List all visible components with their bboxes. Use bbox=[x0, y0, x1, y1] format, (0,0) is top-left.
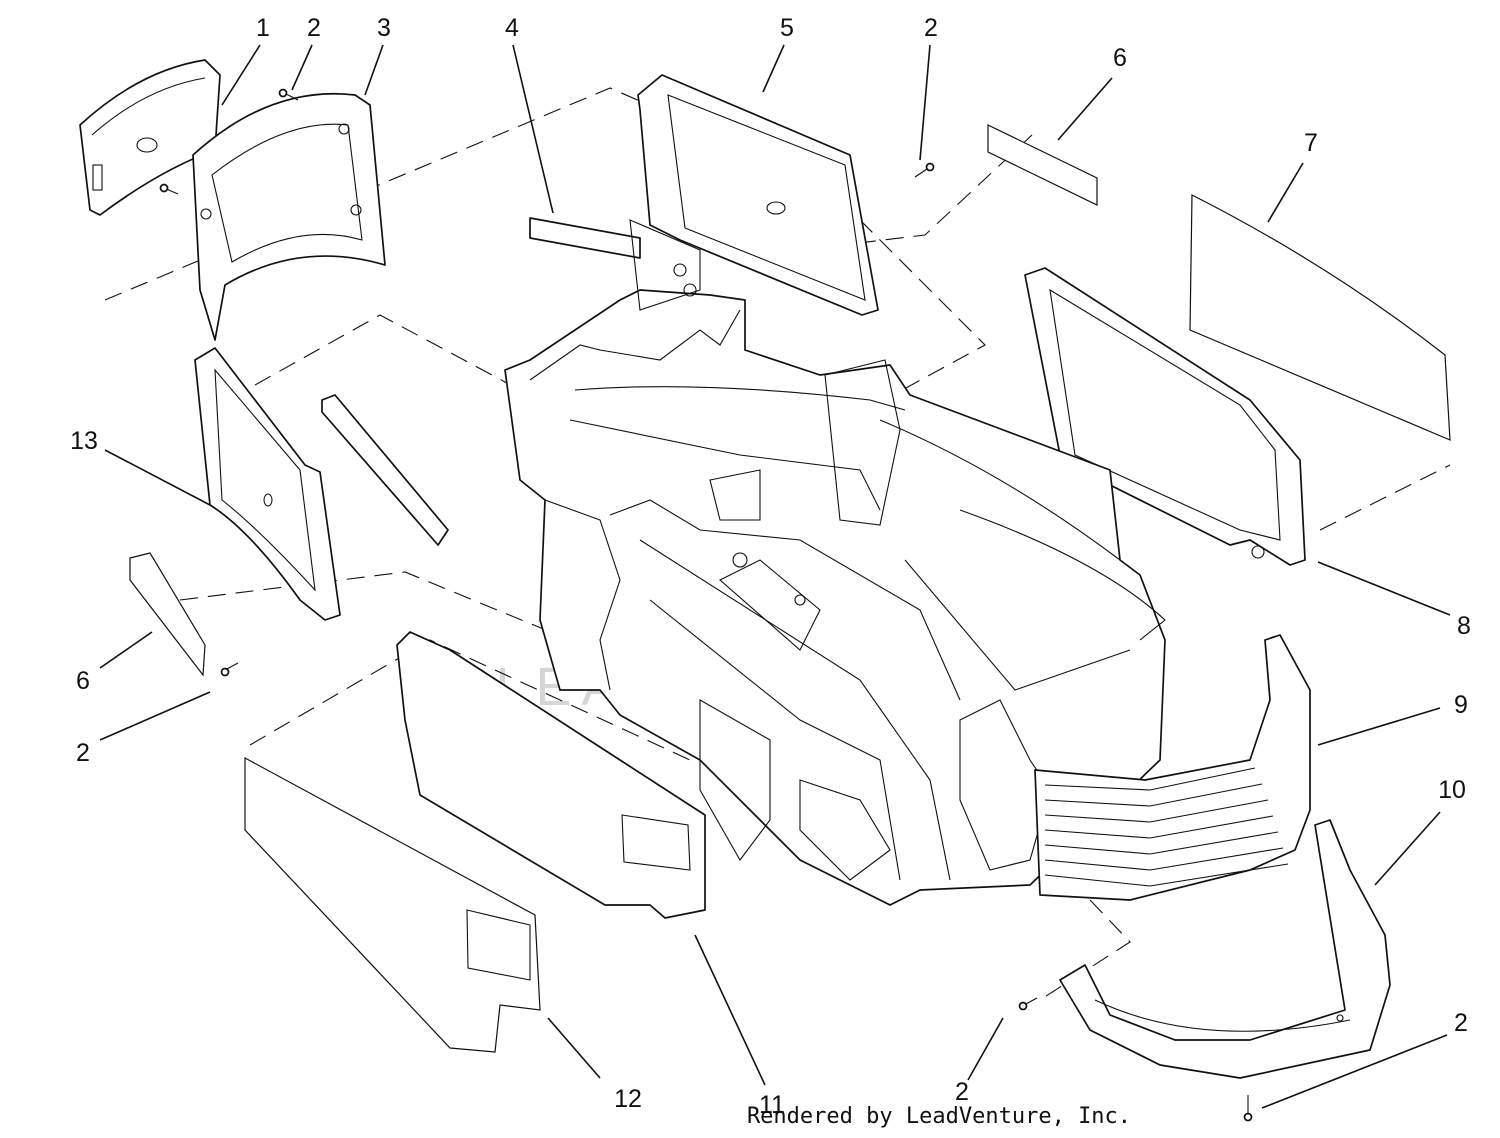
callout-11: 11 bbox=[759, 1091, 785, 1119]
part-12-flat-panel bbox=[244, 756, 541, 1053]
screw-icon bbox=[220, 662, 239, 677]
callout-2: 2 bbox=[76, 739, 90, 767]
callout-13: 13 bbox=[70, 427, 98, 455]
part-13-side-panel bbox=[194, 347, 341, 621]
callout-labels: 1 2 3 4 5 2 6 7 13 8 6 9 2 10 2 12 11 2 bbox=[70, 14, 1471, 1119]
callout-4: 4 bbox=[505, 14, 519, 42]
callout-3: 3 bbox=[377, 14, 391, 42]
callout-2: 2 bbox=[924, 14, 938, 42]
screw-icon bbox=[159, 183, 179, 195]
leader-lines bbox=[99, 44, 1451, 1109]
callout-5: 5 bbox=[780, 14, 794, 42]
part-6-pads bbox=[129, 124, 1098, 677]
callout-2: 2 bbox=[955, 1078, 969, 1106]
callout-12: 12 bbox=[614, 1085, 642, 1113]
part-4-foam-strips bbox=[321, 217, 641, 546]
part-9-grille bbox=[1034, 634, 1311, 901]
part-5-upper-panel bbox=[637, 74, 879, 316]
screw-icon bbox=[278, 88, 299, 101]
part-11-side-panel bbox=[396, 631, 706, 919]
part-3-frame-panel bbox=[192, 92, 386, 341]
screw-icon bbox=[1018, 997, 1038, 1011]
render-credit: Rendered by LeadVenture, Inc. bbox=[747, 1104, 1131, 1129]
callout-2: 2 bbox=[1454, 1009, 1468, 1037]
callout-1: 1 bbox=[256, 14, 270, 42]
callout-10: 10 bbox=[1438, 776, 1466, 804]
screw-icon bbox=[1243, 1095, 1253, 1122]
callout-6: 6 bbox=[1113, 44, 1127, 72]
part-10-bumper bbox=[1059, 819, 1391, 1079]
callout-9: 9 bbox=[1454, 691, 1468, 719]
screw-icon bbox=[914, 162, 935, 178]
callout-8: 8 bbox=[1457, 612, 1471, 640]
fasteners bbox=[159, 88, 1253, 1122]
callout-2: 2 bbox=[307, 14, 321, 42]
part-1-panel bbox=[79, 59, 221, 216]
callout-6: 6 bbox=[76, 667, 90, 695]
callout-7: 7 bbox=[1304, 129, 1318, 157]
part-7-flat-panel bbox=[1189, 194, 1451, 441]
